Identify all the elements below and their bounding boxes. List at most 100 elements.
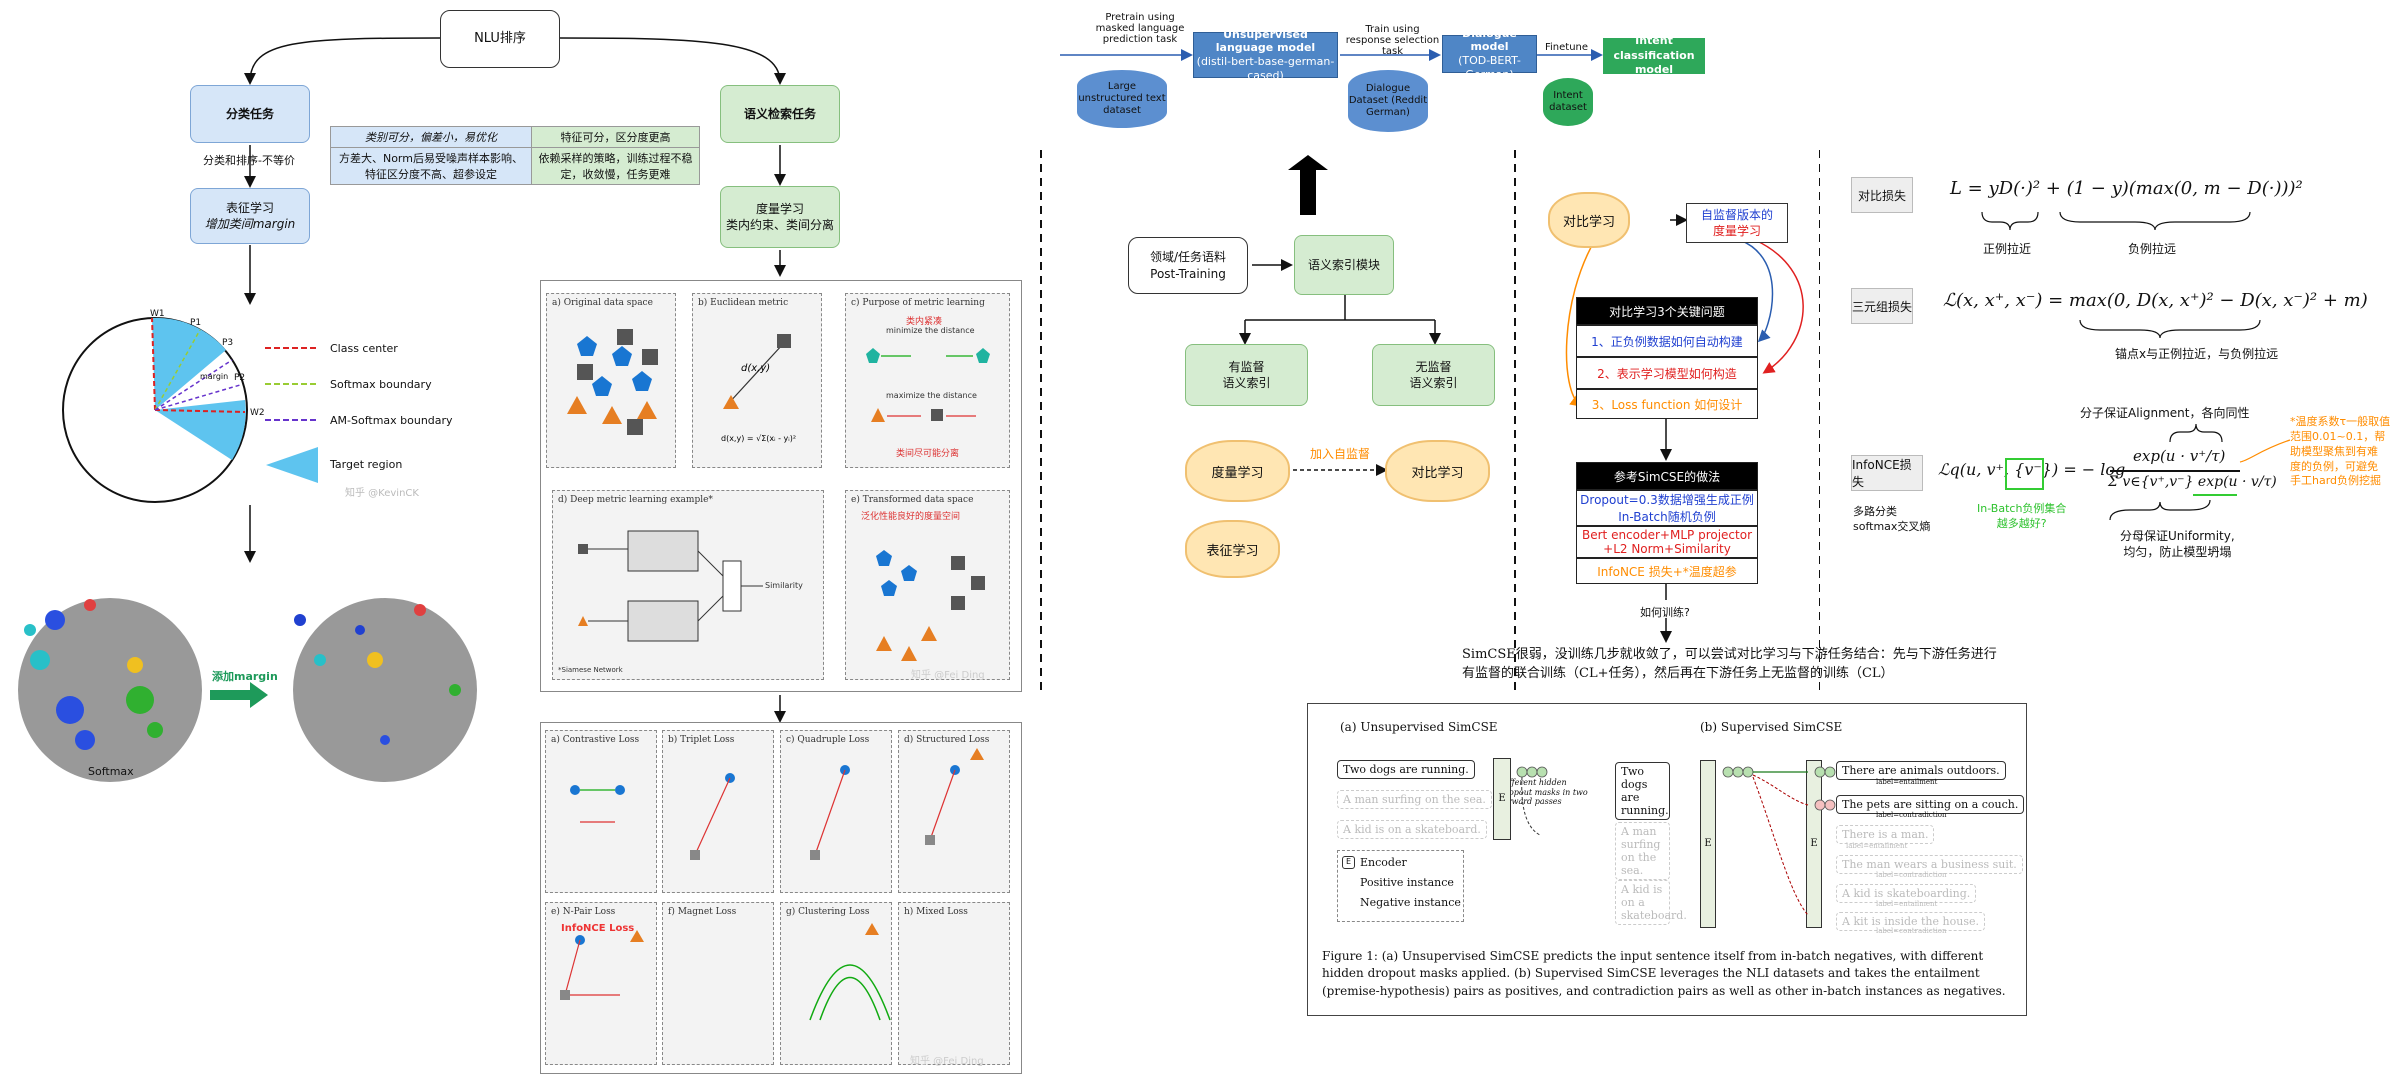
how-train: 如何训练? bbox=[1640, 606, 1690, 619]
b-right-3: There is a man. bbox=[1836, 825, 1935, 844]
semantic-index-module: 语义索引模块 bbox=[1294, 235, 1394, 295]
comparison-table: 类别可分，偏差小，易优化 特征可分，区分度更高 方差大、Norm后易受噪声样本影… bbox=[330, 126, 701, 185]
watermark-fei2: 知乎 @Fei Ding bbox=[910, 1056, 984, 1067]
dialogue-dataset: Dialogue Dataset (Reddit German) bbox=[1348, 70, 1428, 132]
simcse-caption: Figure 1: (a) Unsupervised SimCSE predic… bbox=[1322, 949, 2006, 998]
panel-triplet: b) Triplet Loss bbox=[662, 730, 774, 893]
encoder-b1: E bbox=[1700, 760, 1716, 928]
a-sent-3: A kid is on a skateboard. bbox=[1337, 820, 1487, 839]
softmax-label: Softmax bbox=[88, 765, 134, 778]
intent-model-box: Intent classification model bbox=[1603, 34, 1705, 76]
legend-encoder: Encoder bbox=[1360, 856, 1407, 869]
b-label-3: label=entailment bbox=[1846, 842, 1908, 850]
b-right-2: The pets are sitting on a couch. bbox=[1836, 795, 2025, 814]
panel-purpose: c) Purpose of metric learning 类内紧凑 minim… bbox=[845, 293, 1010, 468]
panel-magnet: f) Magnet Loss bbox=[662, 902, 774, 1065]
infonce-top-note: 分子保证Alignment，各向同性 bbox=[2080, 406, 2250, 420]
b-label-6: label=contradiction bbox=[1876, 927, 1947, 935]
simcse-step-3: InfoNCE 损失+*温度超参 bbox=[1576, 558, 1758, 584]
simcse-note: SimCSE很弱，没训练几步就收敛了，可以尝试对比学习与下游任务结合：先与下游任… bbox=[1462, 647, 1997, 681]
triplet-formula: ℒ(x, x⁺, x⁻) = max(0, D(x, x⁺)² − D(x, x… bbox=[1943, 290, 2368, 311]
dialogue-model-box: Dialogue model(TOD-BERT-German) bbox=[1442, 27, 1537, 81]
unsup-lm-box: Unsupervised language model(distil-bert-… bbox=[1193, 28, 1338, 82]
question-2: 2、表示学习模型如何构造 bbox=[1576, 357, 1758, 389]
infonce-loss-tag: InfoNCE损失 bbox=[1851, 455, 1923, 491]
pie-w1: W1 bbox=[150, 309, 165, 319]
cloud-metric: 度量学习 bbox=[1185, 440, 1290, 502]
b-left-1: Two dogs are running. bbox=[1615, 762, 1670, 820]
b-label-4: label=contradiction bbox=[1876, 871, 1947, 879]
triplet-note: 锚点x与正例拉近，与负例拉远 bbox=[2115, 347, 2279, 361]
panel-mixed: h) Mixed Loss bbox=[898, 902, 1010, 1065]
panel-contrastive: a) Contrastive Loss bbox=[545, 730, 657, 893]
question-1: 1、正负例数据如何自动构建 bbox=[1576, 325, 1758, 357]
add-selfsup-label: 加入自监督 bbox=[1310, 447, 1371, 461]
minimize-note: minimize the distance bbox=[886, 326, 975, 335]
triplet-loss-tag: 三元组损失 bbox=[1851, 288, 1913, 324]
simcse-b-title: (b) Supervised SimCSE bbox=[1700, 720, 1843, 734]
softmax-sphere bbox=[18, 598, 202, 782]
b-right-5: A kid is skateboarding. bbox=[1836, 884, 1977, 903]
watermark-kevin: 知乎 @KevinCK bbox=[345, 488, 419, 499]
large-text-dataset: Large unstructured text dataset bbox=[1077, 70, 1167, 128]
a-sent-1: Two dogs are running. bbox=[1337, 760, 1475, 779]
d-xy-label: d(x,y) bbox=[741, 363, 770, 374]
b-left-3: A kid is on a skateboard. bbox=[1615, 880, 1687, 925]
siamese-note: *Siamese Network bbox=[558, 666, 623, 674]
add-margin-label: 添加margin bbox=[212, 670, 278, 683]
supervised-index: 有监督语义索引 bbox=[1185, 344, 1308, 406]
euclid-formula: d(x,y) = √Σ(xᵢ - yᵢ)² bbox=[721, 434, 796, 443]
margin-sphere bbox=[293, 598, 477, 782]
pretrain-note: Pretrain using masked language predictio… bbox=[1095, 12, 1185, 45]
contrastive-neg: 负例拉远 bbox=[2128, 242, 2177, 256]
middle-connectors bbox=[1040, 49, 1820, 690]
legend-negative: Negative instance bbox=[1360, 896, 1461, 909]
legend-e: E bbox=[1342, 856, 1355, 869]
questions-title: 对比学习3个关键问题 bbox=[1576, 297, 1758, 325]
question-3: 3、Loss function 如何设计 bbox=[1576, 389, 1758, 419]
infonce-bottom-note: 分母保证Uniformity,均匀，防止模型坍塌 bbox=[2120, 529, 2235, 560]
legend-softmax: Softmax boundary bbox=[330, 378, 432, 391]
formula-braces bbox=[1981, 211, 2291, 521]
panel-quadruple: c) Quadruple Loss bbox=[780, 730, 892, 893]
pie-w2: W2 bbox=[250, 408, 265, 418]
representation-learning: 表征学习增加类间margin bbox=[190, 188, 310, 244]
pie-p2: P2 bbox=[234, 373, 246, 383]
a-sent-2: A man surfing on the sea. bbox=[1337, 790, 1492, 809]
cloud-contrast-mid: 对比学习 bbox=[1385, 440, 1490, 502]
simcse-title: 参考SimCSE的做法 bbox=[1576, 462, 1758, 490]
b-right-6: A kit is inside the house. bbox=[1836, 912, 1985, 931]
cls-note: 分类和排序-不等价 bbox=[203, 154, 295, 167]
generalize-note: 泛化性能良好的度量空间 bbox=[861, 512, 961, 522]
watermark-fei1: 知乎 @Fei Ding bbox=[911, 670, 985, 681]
simcse-legend: Encoder Positive instance Negative insta… bbox=[1337, 850, 1464, 922]
b-right-1: There are animals outdoors. bbox=[1836, 761, 2006, 780]
metric-figure bbox=[540, 280, 1022, 692]
legend-target: Target region bbox=[330, 458, 403, 471]
dropout-note: Different hidden dropout masks in two fo… bbox=[1500, 778, 1588, 807]
root-node: NLU排序 bbox=[440, 10, 560, 68]
left-connectors bbox=[18, 37, 786, 782]
loss-figure bbox=[540, 722, 1022, 1074]
maximize-note: maximize the distance bbox=[886, 391, 977, 400]
finetune-note: Finetune bbox=[1545, 42, 1589, 53]
infonce-green-note: In-Batch负例集合越多越好? bbox=[1977, 502, 2067, 530]
b-right-4: The man wears a business suit. bbox=[1836, 855, 2023, 874]
infonce-denominator: Σ v∈{v⁺,v⁻} exp(u · v/τ) bbox=[2108, 474, 2277, 490]
pie-margin: margin bbox=[200, 372, 229, 381]
legend-class-center: Class center bbox=[330, 342, 398, 355]
temperature-note: *温度系数τ一般取值范围0.01~0.1，帮助模型聚焦到有难度的负例，可避免手工… bbox=[2290, 415, 2391, 488]
inter-note: 类间尽可能分离 bbox=[896, 449, 960, 459]
contrastive-pos: 正例拉近 bbox=[1983, 242, 2032, 256]
denominator-underline bbox=[2193, 494, 2237, 496]
b-label-5: label=entailment bbox=[1876, 900, 1938, 908]
simcse-a-title: (a) Unsupervised SimCSE bbox=[1340, 720, 1498, 734]
loss-glyphs bbox=[560, 748, 984, 1021]
pie-p1: P1 bbox=[190, 318, 202, 328]
unsupervised-index: 无监督语义索引 bbox=[1372, 344, 1495, 406]
panel-euclidean: b) Euclidean metric d(x,y) d(x,y) = √Σ(x… bbox=[692, 293, 822, 468]
infonce-numerator: exp(u · v⁺/τ) bbox=[2133, 447, 2226, 465]
fraction-bar bbox=[2110, 470, 2240, 472]
legend-am-softmax: AM-Softmax boundary bbox=[330, 414, 453, 427]
classification-task: 分类任务 bbox=[190, 85, 310, 143]
